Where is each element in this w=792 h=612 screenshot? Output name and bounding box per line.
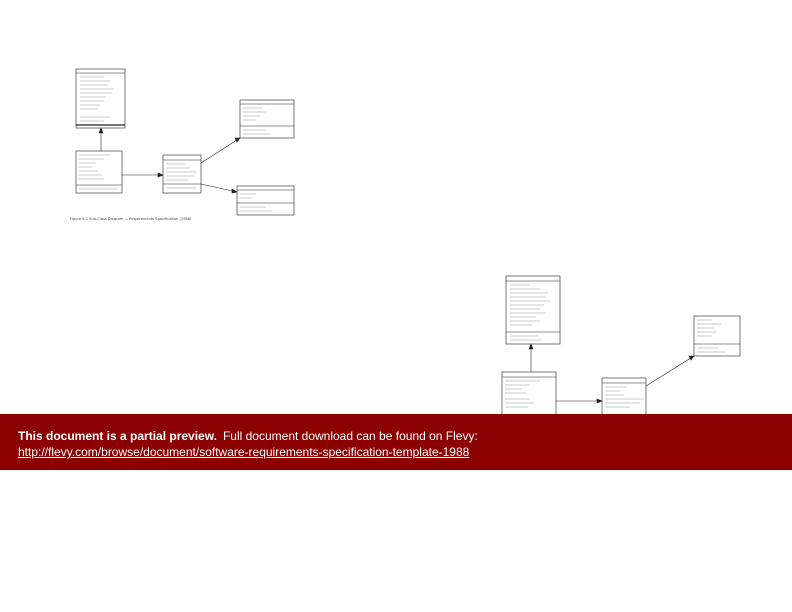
uml-class-box [236, 185, 295, 216]
uml-class-box [75, 150, 123, 194]
uml-class-box [505, 275, 561, 345]
banner-message: This document is a partial preview. Full … [18, 429, 478, 443]
uml-association-line [200, 137, 241, 164]
banner-bold-text: This document is a partial preview. [18, 429, 217, 443]
preview-banner: This document is a partial preview. Full … [0, 414, 792, 470]
uml-class-box [239, 99, 295, 139]
uml-class-box [162, 154, 202, 194]
banner-body-text: Full document download can be found on F… [222, 429, 478, 443]
uml-association-line [200, 183, 238, 193]
uml-class-box [501, 371, 557, 417]
uml-class-box [75, 68, 126, 129]
uml-class-box [601, 377, 647, 417]
diagram-caption: Figure 4-1 Sub-Class Diagram — Requireme… [70, 217, 192, 221]
uml-association-line [645, 355, 695, 387]
flevy-download-link[interactable]: http://flevy.com/browse/document/softwar… [18, 445, 470, 459]
